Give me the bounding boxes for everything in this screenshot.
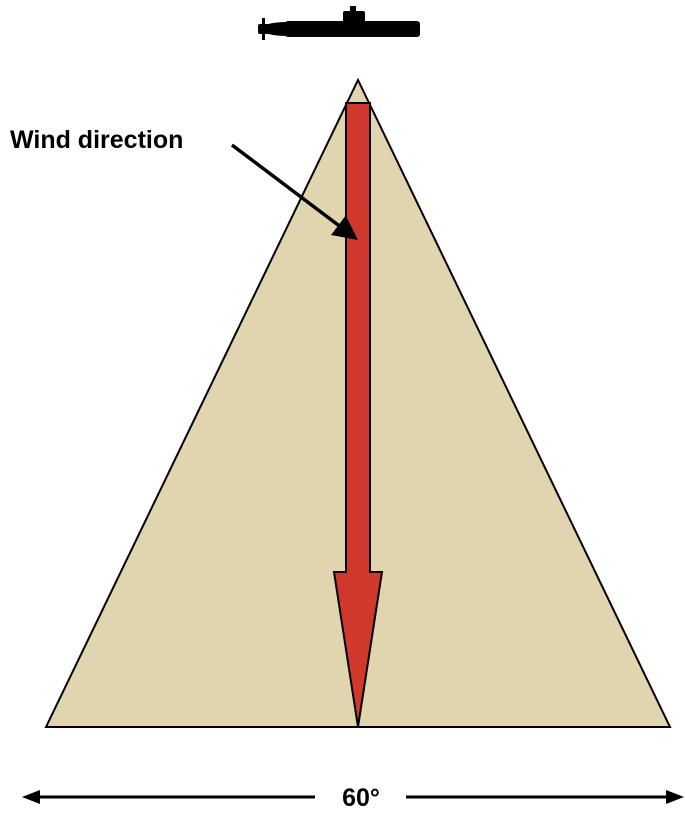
wind-direction-arrow xyxy=(332,102,384,728)
wind-direction-label: Wind direction xyxy=(10,126,183,154)
label-pointer-arrow xyxy=(230,143,358,240)
angle-label: 60° xyxy=(342,784,380,812)
submarine-icon xyxy=(258,6,420,40)
angle-span-left-arrowhead xyxy=(22,790,40,804)
angle-span-arrow xyxy=(22,790,684,804)
angle-span-right-arrowhead xyxy=(666,790,684,804)
